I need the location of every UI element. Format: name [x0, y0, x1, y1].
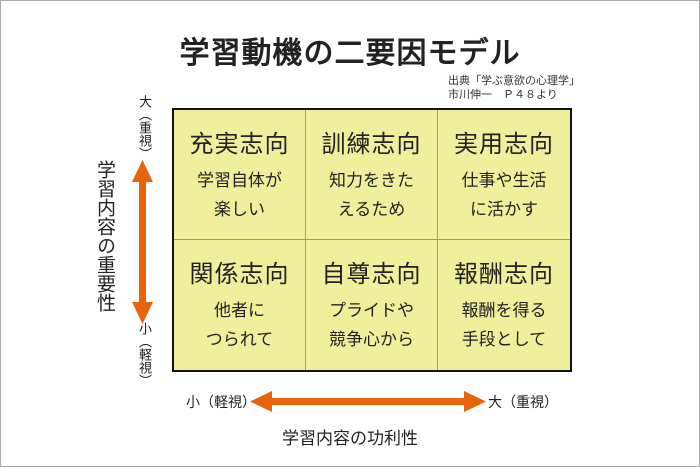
cell-self-esteem: 自尊志向プライドや 競争心から — [306, 240, 438, 370]
x-axis-high-label: 大（重視） — [488, 395, 558, 411]
cell-desc: 知力をきた えるため — [329, 171, 414, 220]
cell-reward: 報酬志向報酬を得る 手段として — [438, 240, 570, 370]
cell-heading: 関係志向 — [189, 260, 290, 288]
cell-fulfillment: 充実志向学習自体が 楽しい — [174, 110, 306, 240]
cell-heading: 自尊志向 — [321, 260, 422, 288]
cell-desc: 学習自体が 楽しい — [197, 171, 282, 220]
cell-heading: 実用志向 — [454, 130, 554, 158]
x-axis-low-label: 小（軽視） — [186, 395, 256, 411]
diagram-title: 学習動機の二要因モデル — [179, 36, 521, 71]
cell-desc: 報酬を得る 手段として — [461, 301, 547, 350]
x-axis-label: 学習内容の功利性 — [282, 429, 418, 449]
horizontal-double-arrow — [250, 391, 486, 412]
cell-relational: 関係志向他者に つられて — [174, 240, 306, 370]
cell-heading: 充実志向 — [189, 130, 290, 158]
cell-training: 訓練志向知力をきた えるため — [306, 110, 438, 240]
cell-desc: プライドや 競争心から — [329, 301, 414, 350]
cell-heading: 訓練志向 — [321, 130, 422, 158]
cell-desc: 仕事や生活 に活かす — [461, 171, 547, 220]
source-line-1: 出典「学ぶ意欲の心理学」 — [448, 74, 580, 87]
cell-heading: 報酬志向 — [454, 260, 554, 288]
cell-desc: 他者に つられて — [205, 301, 274, 350]
y-axis-high-label: 大（重視） — [136, 95, 151, 160]
y-axis-label: 学習内容の重要性 — [94, 160, 116, 312]
source-line-2: 市川伸一 Ｐ４８より — [448, 88, 558, 101]
vertical-double-arrow — [132, 160, 153, 324]
cell-practical: 実用志向仕事や生活 に活かす — [438, 110, 570, 240]
source-citation: 出典「学ぶ意欲の心理学」 市川伸一 Ｐ４８より — [448, 74, 580, 102]
y-axis-low-label: 小（軽視） — [136, 322, 151, 387]
motivation-grid: 充実志向学習自体が 楽しい 訓練志向知力をきた えるため 実用志向仕事や生活 に… — [172, 108, 572, 372]
